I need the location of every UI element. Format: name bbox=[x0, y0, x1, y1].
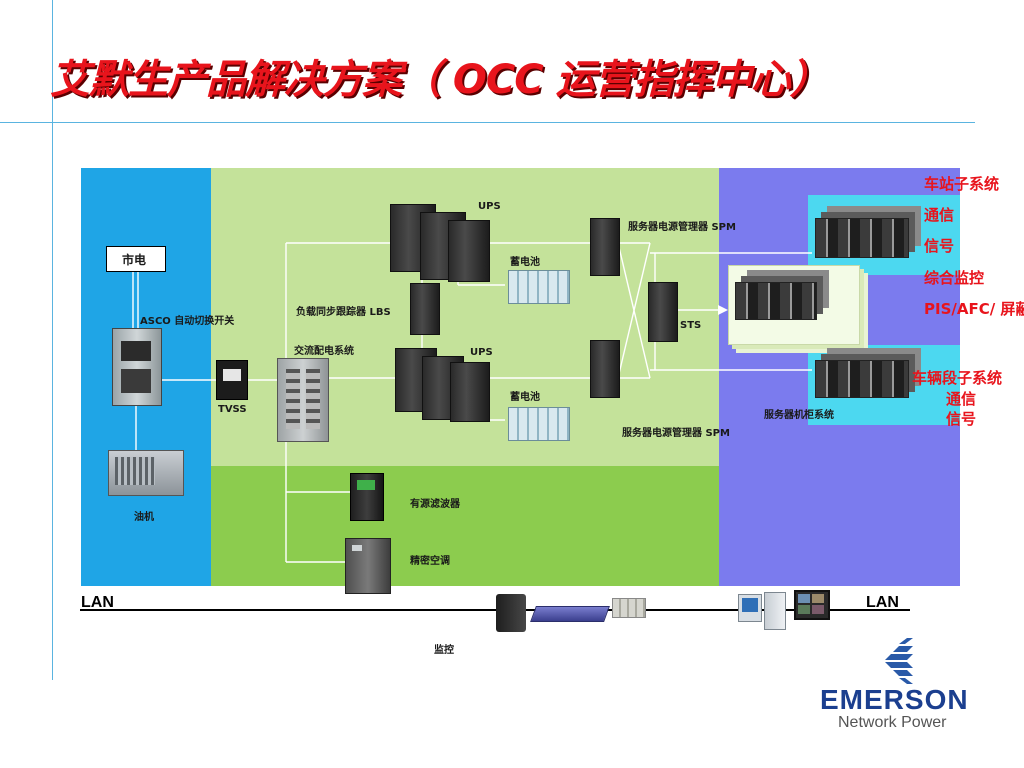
sts-label: STS bbox=[680, 320, 701, 331]
mains-label: 市电 bbox=[122, 251, 146, 268]
vehicle-comm-label: 通信 bbox=[946, 388, 976, 409]
battery-top-icon bbox=[508, 270, 570, 304]
io-module-icon bbox=[612, 598, 646, 618]
battery-top-label: 蓄电池 bbox=[510, 253, 540, 268]
server-cabinet-label: 服务器机柜系统 bbox=[764, 406, 834, 421]
integrated-monitoring-label: 综合监控 bbox=[924, 267, 984, 288]
monitoring-label: 监控 bbox=[434, 641, 454, 656]
vehicle-subsystem-label: 车辆段子系统 bbox=[912, 367, 1002, 388]
server-rack-top-icon bbox=[815, 218, 909, 258]
workstation-pc-icon bbox=[738, 594, 762, 622]
active-filter-label: 有源滤波器 bbox=[410, 495, 460, 510]
emerson-logo-icon bbox=[877, 638, 921, 686]
ups-bottom-unit-3-icon bbox=[450, 362, 490, 422]
ac-distribution-label: 交流配电系统 bbox=[294, 342, 354, 357]
sts-icon bbox=[648, 282, 678, 342]
lan-right-label: LAN bbox=[866, 594, 899, 612]
pis-afc-label: PIS/AFC/ 屏蔽 bbox=[924, 298, 1024, 319]
battery-bottom-icon bbox=[508, 407, 570, 441]
network-switch-icon bbox=[530, 606, 610, 622]
precision-ac-label: 精密空调 bbox=[410, 552, 450, 567]
genset-label: 油机 bbox=[134, 508, 154, 523]
ats-switch-icon bbox=[112, 328, 162, 406]
spm-top-icon bbox=[590, 218, 620, 276]
workstation-tower-icon bbox=[764, 592, 786, 630]
station-signal-label: 信号 bbox=[924, 235, 954, 256]
station-comm-label: 通信 bbox=[924, 204, 954, 225]
emerson-tagline-text: Network Power bbox=[838, 714, 946, 732]
monitoring-unit-icon bbox=[496, 594, 526, 632]
ups-top-label: UPS bbox=[478, 201, 501, 212]
active-filter-icon bbox=[350, 473, 384, 521]
ac-distribution-cabinet-icon bbox=[277, 358, 329, 442]
precision-ac-icon bbox=[345, 538, 391, 594]
ats-label: ASCO 自动切换开关 bbox=[140, 312, 234, 327]
server-rack-bottom-icon bbox=[815, 360, 909, 398]
lbs-label: 负载同步跟踪器 LBS bbox=[296, 303, 391, 318]
ups-top-unit-3-icon bbox=[448, 220, 490, 282]
station-subsystem-label: 车站子系统 bbox=[924, 173, 999, 194]
ups-bottom-label: UPS bbox=[470, 347, 493, 358]
lan-left-label: LAN bbox=[81, 594, 114, 612]
battery-bottom-label: 蓄电池 bbox=[510, 388, 540, 403]
spm-bottom-icon bbox=[590, 340, 620, 398]
tvss-icon bbox=[216, 360, 248, 400]
monitor-screen-icon bbox=[794, 590, 830, 620]
lbs-icon bbox=[410, 283, 440, 335]
emerson-brand-text: EMERSON bbox=[820, 684, 969, 716]
spm-top-label: 服务器电源管理器 SPM bbox=[628, 218, 736, 233]
tvss-label: TVSS bbox=[218, 404, 247, 415]
generator-icon bbox=[108, 450, 184, 496]
vehicle-signal-label: 信号 bbox=[946, 408, 976, 429]
server-rack-middle-icon bbox=[735, 282, 817, 320]
spm-bottom-label: 服务器电源管理器 SPM bbox=[622, 424, 730, 439]
